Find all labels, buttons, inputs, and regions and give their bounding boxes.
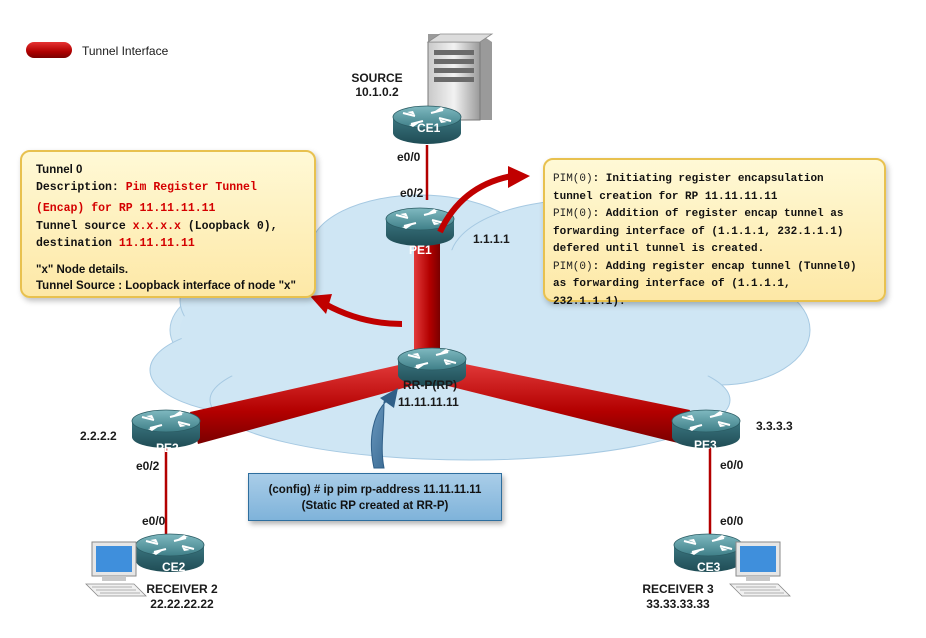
tunnel-source-note: Tunnel Source : Loopback interface of no… xyxy=(36,280,296,292)
pim-log-line-2: tunnel creation for RP 11.11.11.11 xyxy=(553,190,778,203)
tunnel-source-label: Tunnel source xyxy=(36,219,133,233)
red-arrow-left-icon xyxy=(310,294,403,327)
router-pe2-label: PE2 xyxy=(156,441,179,455)
receiver3-label: RECEIVER 3 xyxy=(642,582,714,596)
pim-log-line-3: : Addition of register encap tunnel as xyxy=(592,208,844,220)
pim-log-line-1: : Initiating register encapsulation xyxy=(592,173,824,185)
tunnel-description-label: Description: xyxy=(36,180,126,194)
rp-config-note: (Static RP created at RR-P) xyxy=(301,500,449,512)
ce3-interface: e0/0 xyxy=(720,514,744,528)
tunnel-source-suffix: (Loopback 0), xyxy=(180,219,278,233)
pim-prefix-3: PIM(0) xyxy=(553,260,593,273)
pe3-ip: 3.3.3.3 xyxy=(756,419,793,433)
tunnel-details-note: Tunnel 0 Description: Pim Register Tunne… xyxy=(20,150,316,298)
pe3-interface: e0/0 xyxy=(720,458,744,472)
tunnel-description-value-1: Pim Register Tunnel xyxy=(125,180,257,194)
pim-prefix-1: PIM(0) xyxy=(553,173,593,185)
tunnels xyxy=(190,232,690,444)
router-pe1-label: PE1 xyxy=(409,243,432,257)
tunnel-title: Tunnel 0 xyxy=(36,164,83,176)
receiver2-ip: 22.22.22.22 xyxy=(150,597,214,611)
rp-config-command: (config) # ip pim rp-address 11.11.11.11 xyxy=(268,484,482,496)
source-label: SOURCE xyxy=(351,71,403,85)
physical-links xyxy=(164,145,712,535)
router-ce2-label: CE2 xyxy=(162,560,186,574)
tunnel-destination-label: destination xyxy=(36,237,119,250)
pim-log-line-4: forwarding interface of (1.1.1.1, 232.1.… xyxy=(553,225,844,238)
source-ip: 10.1.0.2 xyxy=(355,85,399,99)
pe1-ip: 1.1.1.1 xyxy=(473,232,510,246)
pe2-ip: 2.2.2.2 xyxy=(80,429,117,443)
receiver3-ip: 33.33.33.33 xyxy=(646,597,710,611)
pim-log-line-5: defered until tunnel is created. xyxy=(553,243,765,255)
pe2-interface: e0/2 xyxy=(136,459,160,473)
tunnel-pe2-rp xyxy=(190,362,418,444)
pim-log-line-7: as forwarding interface of (1.1.1.1, xyxy=(553,278,791,290)
receiver3-pc-icon xyxy=(729,541,791,597)
pim-log-note: PIM(0): Initiating register encapsulatio… xyxy=(543,158,886,308)
rp-config-box: (config) # ip pim rp-address 11.11.11.11… xyxy=(248,473,502,521)
x-node-details: "x" Node details. xyxy=(36,263,129,276)
receiver2-label: RECEIVER 2 xyxy=(146,582,218,596)
pim-prefix-2: PIM(0) xyxy=(553,208,593,220)
tunnel-legend-swatch xyxy=(26,42,72,58)
router-pe3-label: PE3 xyxy=(694,438,717,452)
tunnel-legend-label: Tunnel Interface xyxy=(82,44,169,58)
red-arrow-right-icon xyxy=(437,166,530,234)
tunnel-source-value: x.x.x.x xyxy=(132,219,181,233)
ce2-interface: e0/0 xyxy=(142,514,166,528)
blue-arrow-icon xyxy=(370,388,398,469)
server-icon xyxy=(426,33,494,121)
tunnel-pe3-rp xyxy=(448,362,690,444)
router-rp-label: RR-P(RP) xyxy=(403,378,457,392)
rp-ip: 11.11.11.11 xyxy=(398,395,459,409)
pe1-interface: e0/2 xyxy=(400,186,424,200)
router-ce3-label: CE3 xyxy=(697,560,721,574)
tunnel-description-value-2: (Encap) for RP 11.11.11.11 xyxy=(36,202,216,215)
tunnel-pe1-rp xyxy=(414,232,440,362)
pim-log-line-8: 232.1.1.1). xyxy=(553,295,626,308)
router-ce1-label: CE1 xyxy=(417,121,441,135)
tunnel-destination-value: 11.11.11.11 xyxy=(118,237,195,250)
pim-log-line-6: : Adding register encap tunnel (Tunnel0) xyxy=(592,260,857,273)
ce1-interface: e0/0 xyxy=(397,150,421,164)
